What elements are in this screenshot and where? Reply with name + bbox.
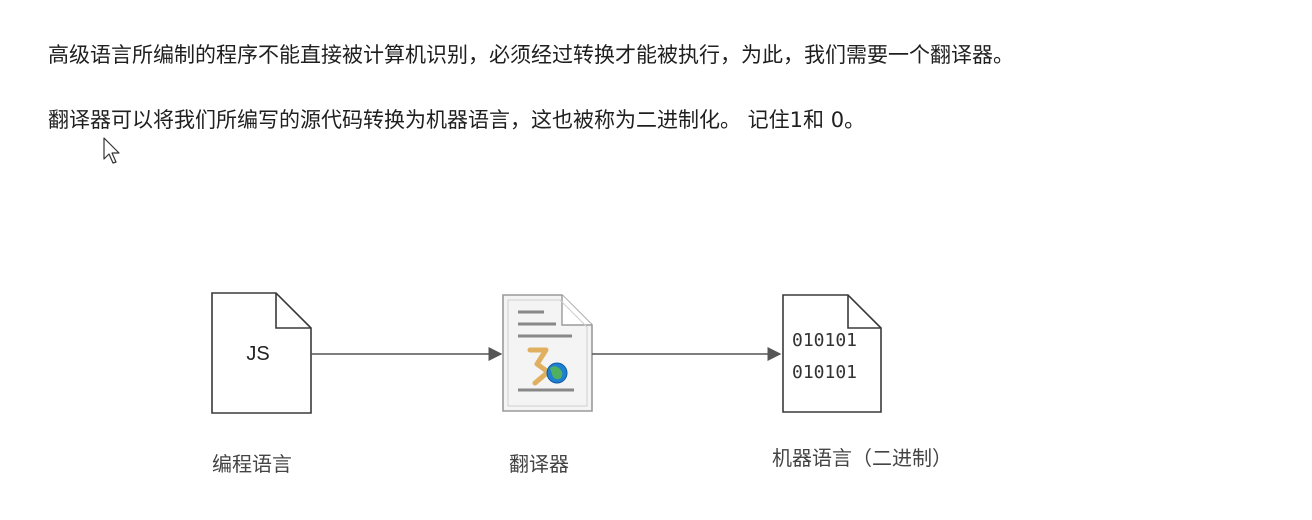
binary-line-1: 010101 (792, 330, 857, 351)
intro-paragraph-2: 翻译器可以将我们所编写的源代码转换为机器语言，这也被称为二进制化。 记住1和 0… (48, 108, 866, 132)
caption-machine-language: 机器语言（二进制） (772, 446, 952, 470)
source-document-icon: JS (211, 292, 312, 414)
intro-paragraph-1: 高级语言所编制的程序不能直接被计算机识别，必须经过转换才能被执行，为此，我们需要… (48, 43, 1014, 67)
translator-icon (502, 294, 593, 412)
caption-translator: 翻译器 (509, 452, 569, 476)
source-document-label: JS (246, 343, 269, 365)
caption-programming-language: 编程语言 (212, 452, 292, 476)
mouse-pointer-icon (103, 137, 120, 164)
binary-line-2: 010101 (792, 362, 857, 383)
binary-document-icon: 010101 010101 (782, 294, 882, 413)
